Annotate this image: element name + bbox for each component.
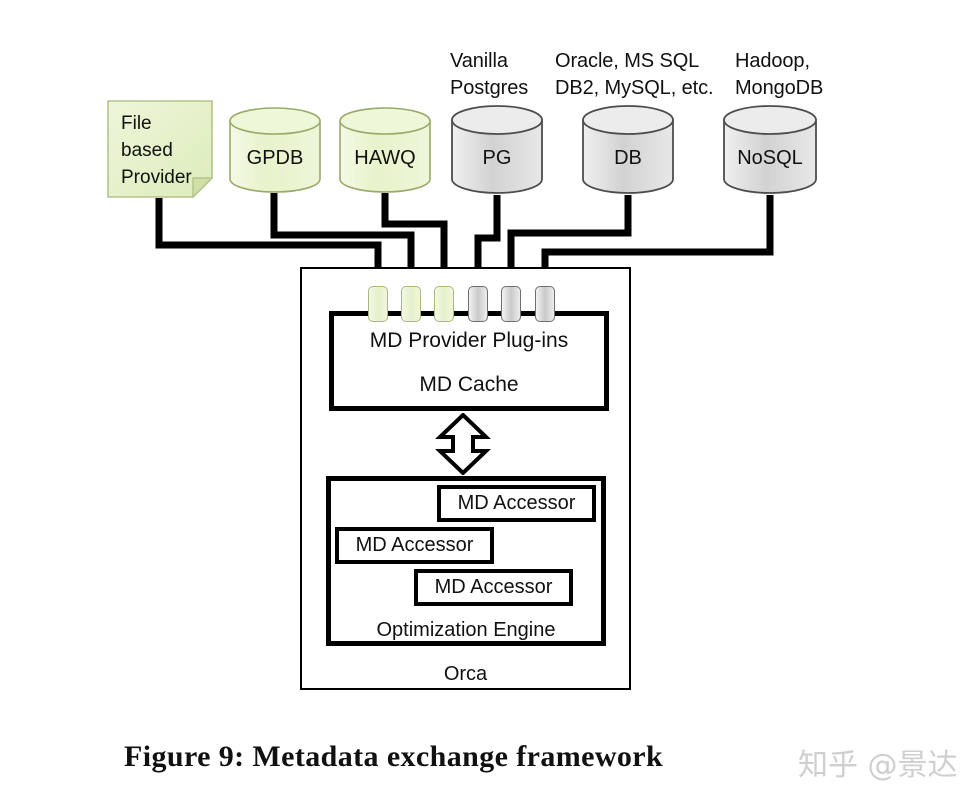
plugin-chip-4[interactable] [468,286,488,322]
plugin-chip-3[interactable] [434,286,454,322]
source-file-based-provider[interactable]: File based Provider [107,100,213,198]
optimization-engine-label: Optimization Engine [376,619,556,641]
source-caption-nosql: Hadoop, MongoDB [735,50,824,99]
source-caption-pg: Vanilla Postgres [450,50,529,99]
cylinder-gray-icon [582,105,674,194]
figure-caption: Figure 9: Metadata exchange framework [124,740,664,773]
source-label-file-based-provider: File based Provider [121,113,192,188]
plugin-chip-6[interactable] [535,286,555,322]
cylinder-green-icon [339,107,431,193]
cylinder-gray-icon [451,105,543,194]
cylinder-gray-icon [723,105,817,194]
watermark: 知乎 @景达 [798,748,958,783]
source-db[interactable]: DB [581,105,675,195]
plugin-chip-1[interactable] [368,286,388,322]
bidirectional-arrow-icon [434,412,492,476]
md-provider-plugins-label: MD Provider Plug-ins [369,329,569,352]
source-nosql[interactable]: NoSQL [722,105,818,195]
source-caption-db: Oracle, MS SQL DB2, MySQL, etc. [555,50,714,99]
plugin-chip-2[interactable] [401,286,421,322]
orca-label: Orca [443,663,488,685]
note-shape-icon [107,100,213,198]
cylinder-green-icon [229,107,321,193]
md-accessor-1[interactable]: MD Accessor [437,485,596,522]
md-cache-label: MD Cache [419,373,519,396]
md-accessor-3[interactable]: MD Accessor [414,569,573,606]
md-accessor-2[interactable]: MD Accessor [335,527,494,564]
plugin-chip-5[interactable] [501,286,521,322]
